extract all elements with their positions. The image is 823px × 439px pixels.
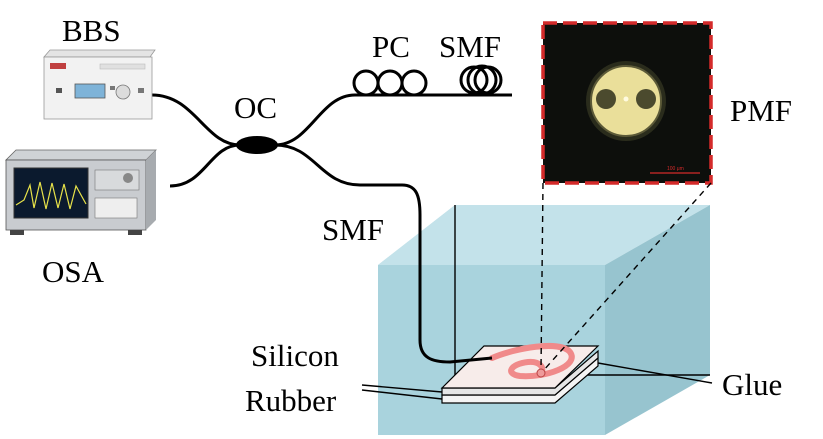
sensor-plate xyxy=(440,343,600,404)
fiber-osa-to-oc xyxy=(169,143,241,188)
bbs-knob-icon xyxy=(115,84,131,100)
label-osa: OSA xyxy=(42,254,105,289)
label-pc: PC xyxy=(372,29,410,64)
pc-loop-2 xyxy=(376,69,404,97)
embedded-fiber-coil xyxy=(489,343,575,380)
pc-loop-3 xyxy=(400,69,428,97)
label-pmf: PMF xyxy=(730,93,792,128)
smf-coil-loop-3 xyxy=(473,65,503,95)
osa-trace xyxy=(15,181,87,210)
bbs-panel-strip xyxy=(99,63,146,70)
smf-coil-loop-2 xyxy=(466,64,498,96)
smf-coil xyxy=(459,64,503,96)
stress-rod-right xyxy=(636,89,656,109)
bbs-instrument xyxy=(43,49,156,120)
scale-bar-label: 100 μm xyxy=(667,166,684,172)
bbs-button-2 xyxy=(110,86,115,90)
bbs-button-1 xyxy=(56,88,62,93)
fiber-lines xyxy=(151,93,512,364)
label-bbs: BBS xyxy=(62,13,121,48)
label-oc: OC xyxy=(234,90,277,125)
fiber-core xyxy=(623,96,629,102)
bbs-button-3 xyxy=(138,88,144,93)
optical-coupler xyxy=(236,136,278,154)
osa-top xyxy=(5,149,157,161)
glue-point xyxy=(536,368,546,378)
rubber-leader-1 xyxy=(361,384,443,393)
osa-knob-icon xyxy=(123,173,133,183)
label-smf-middle: SMF xyxy=(322,212,384,247)
polarization-controller xyxy=(352,69,428,97)
osa-screen xyxy=(13,167,89,219)
bbs-display xyxy=(74,83,106,99)
label-silicon: Silicon xyxy=(251,338,339,373)
osa-foot-left xyxy=(10,230,24,235)
label-rubber: Rubber xyxy=(245,383,337,418)
stress-rod-left xyxy=(596,89,616,109)
fiber-oc-to-pc xyxy=(274,93,512,147)
fiber-bbs-to-oc xyxy=(151,93,241,147)
glue-leader xyxy=(597,362,713,384)
pc-loop-1 xyxy=(352,69,380,97)
projection-line-left xyxy=(540,182,544,371)
water-tank xyxy=(378,205,710,435)
pmf-inset: 100 μm xyxy=(541,21,713,185)
projection-line-right xyxy=(542,182,712,372)
inset-border xyxy=(541,21,713,185)
bbs-logo xyxy=(50,63,66,69)
osa-foot-right xyxy=(128,230,142,235)
osa-drive-slot xyxy=(94,197,138,219)
tank-top-face xyxy=(378,205,710,265)
label-smf-top: SMF xyxy=(439,29,501,64)
osa-side xyxy=(146,150,156,230)
label-glue: Glue xyxy=(722,367,782,402)
bbs-top xyxy=(43,49,156,58)
rubber-leader-2 xyxy=(361,389,443,400)
fiber-oc-to-sensor xyxy=(274,143,493,364)
osa-instrument xyxy=(5,149,157,235)
